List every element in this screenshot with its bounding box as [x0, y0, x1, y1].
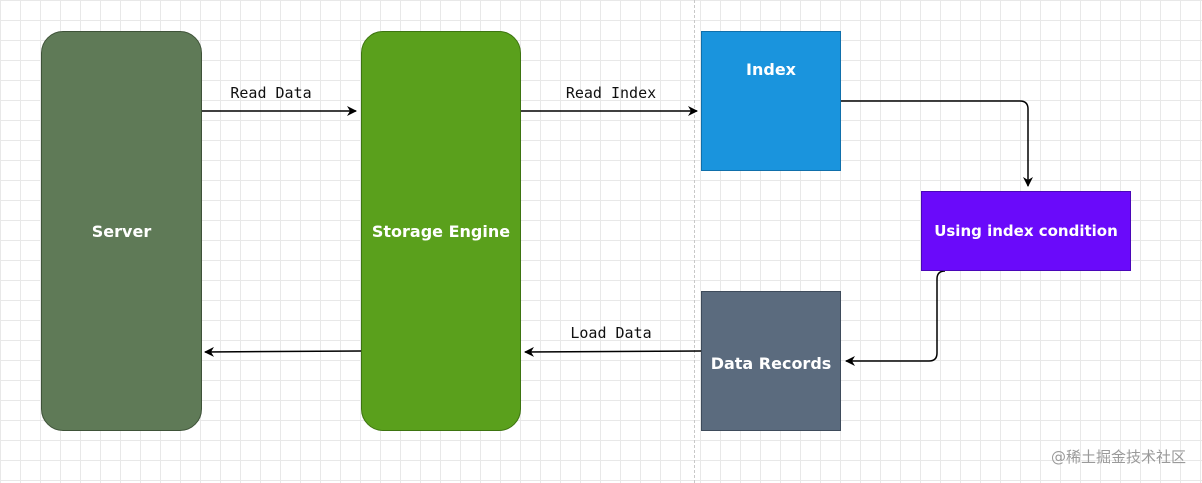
section-divider	[694, 0, 695, 483]
index-condition-node: Using index condition	[921, 191, 1131, 271]
server-node: Server	[41, 31, 202, 431]
load-data-arrow	[524, 346, 702, 357]
index-condition-label: Using index condition	[934, 222, 1118, 240]
data-records-node: Data Records	[701, 291, 841, 431]
index-to-condition-arrow	[836, 100, 1033, 187]
condition-to-records-arrow	[845, 270, 946, 366]
watermark: @稀土掘金技术社区	[1050, 448, 1186, 466]
storage-engine-label: Storage Engine	[371, 221, 511, 241]
engine-to-server-arrow	[204, 346, 362, 357]
read-data-label: Read Data	[230, 84, 312, 102]
index-node: Index	[701, 31, 841, 171]
index-label: Index	[746, 59, 796, 79]
load-data-label: Load Data	[570, 324, 652, 342]
storage-engine-node: Storage Engine	[361, 31, 521, 431]
read-index-label: Read Index	[565, 84, 657, 102]
server-label: Server	[91, 221, 152, 241]
data-records-label: Data Records	[710, 353, 832, 373]
